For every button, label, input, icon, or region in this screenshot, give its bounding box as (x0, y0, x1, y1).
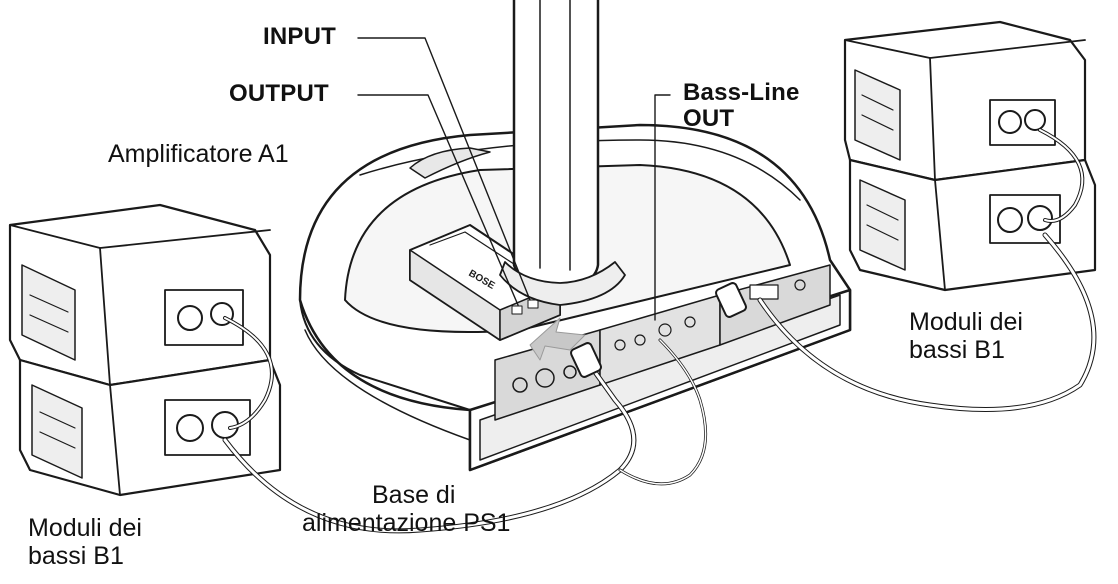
power-stand-line2: alimentazione PS1 (302, 509, 511, 537)
leader-lines (357, 37, 671, 321)
bass-modules-right-line1: Moduli dei (909, 308, 1023, 336)
cables (222, 232, 1097, 534)
output-label: OUTPUT (229, 80, 329, 107)
bass-modules-right (843, 20, 1097, 292)
bass-modules-right-line2: bassi B1 (909, 335, 1005, 364)
bass-modules-left-line2: bassi B1 (28, 541, 124, 570)
bass-modules-right-label: Moduli dei bassi B1 (909, 308, 1023, 364)
bass-line-out-line2: OUT (683, 105, 735, 133)
bass-line-out-label: Bass-Line OUT (683, 79, 800, 133)
amplifier-a1: BOSE (409, 224, 561, 341)
power-stand-label-2: alimentazione PS1 (302, 509, 511, 538)
power-stand-line1: Base di (372, 481, 456, 509)
amplifier-label: Amplificatore A1 (108, 140, 289, 168)
signal-arrow (529, 317, 586, 361)
input-label: INPUT (263, 23, 336, 50)
bass-modules-left-label: Moduli dei bassi B1 (28, 514, 142, 570)
bass-line-out-line1: Bass-Line (683, 79, 800, 106)
bass-modules-left-line1: Moduli dei (28, 514, 142, 542)
power-stand-label: Base di (372, 481, 456, 510)
bass-modules-left (8, 203, 282, 497)
speaker-column (499, 0, 626, 306)
